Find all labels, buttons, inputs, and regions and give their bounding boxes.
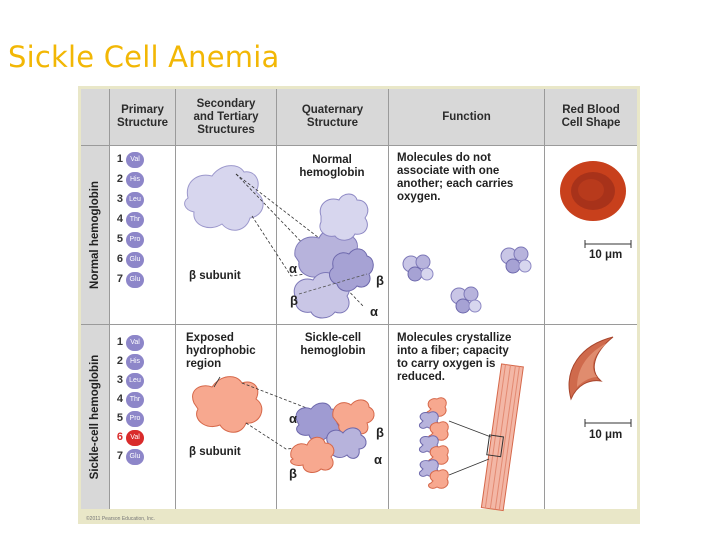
sickle-scale-bar-label: 10 μm — [589, 429, 623, 441]
figure-panel: Primary Structure Secondary and Tertiary… — [81, 89, 637, 522]
sickle-subunit-label: β subunit — [189, 446, 241, 458]
sickle-hemoglobin-drawing — [290, 399, 375, 473]
normal-cell-photo — [553, 154, 632, 248]
sickle-beta-label-1: β — [376, 425, 384, 440]
sickle-quaternary-label: Sickle-cell hemoglobin — [300, 332, 366, 357]
sickle-alpha-label-2: α — [374, 452, 382, 467]
row-label-normal: Normal hemoglobin — [81, 146, 109, 324]
grid-line — [544, 89, 545, 509]
molecule-chain — [418, 397, 449, 489]
copyright: ©2011 Pearson Education, Inc. — [86, 516, 155, 522]
normal-alpha-label-1: α — [289, 261, 297, 276]
hemoglobin-molecule — [402, 254, 434, 282]
normal-scale-bar-label: 10 μm — [589, 249, 623, 261]
normal-subunit-label: β subunit — [189, 270, 241, 282]
header-primary: Primary Structure — [110, 89, 175, 145]
sickle-fiber — [480, 363, 524, 512]
header-function: Function — [389, 89, 544, 145]
normal-quaternary-label: Normal hemoglobin — [299, 154, 365, 179]
separate-molecules-drawing — [402, 246, 532, 314]
sickle-beta-label-2: β — [289, 466, 297, 481]
dashed-connector — [235, 173, 359, 269]
grid-line — [175, 89, 176, 509]
sickle-function-text: Molecules crystallize into a fiber; capa… — [397, 332, 512, 383]
sickle-alpha-label-1: α — [289, 411, 297, 426]
header-shape: Red Blood Cell Shape — [545, 89, 637, 145]
normal-beta-label-2: β — [290, 293, 298, 308]
normal-hemoglobin-drawing — [293, 193, 374, 319]
sickle-cell-photo — [553, 333, 632, 427]
row-label-normal-text: Normal hemoglobin — [89, 181, 101, 289]
hemoglobin-molecule — [500, 246, 532, 274]
normal-alpha-label-2: α — [370, 304, 378, 319]
row-label-sickle-text: Sickle-cell hemoglobin — [89, 354, 101, 480]
normal-beta-subunit-shape — [184, 165, 264, 231]
grid-line — [81, 324, 637, 325]
normal-function-text: Molecules do not associate with one anot… — [397, 152, 514, 203]
slide-title: Sickle Cell Anemia — [8, 40, 280, 74]
sickle-fiber-drawing — [418, 363, 524, 512]
grid-line — [388, 89, 389, 509]
header-quaternary: Quaternary Structure — [277, 89, 388, 145]
normal-beta-label-1: β — [376, 273, 384, 288]
grid-line — [109, 89, 110, 509]
hemoglobin-molecule — [450, 286, 482, 314]
header-secondary: Secondary and Tertiary Structures — [176, 89, 276, 145]
corner-cell — [81, 89, 109, 145]
hemoglobin-figure: Primary Structure Secondary and Tertiary… — [78, 86, 640, 524]
grid-line — [276, 89, 277, 509]
row-label-sickle: Sickle-cell hemoglobin — [81, 325, 109, 509]
grid-line — [81, 145, 637, 146]
exposed-region-label: Exposed hydrophobic region — [186, 332, 256, 370]
